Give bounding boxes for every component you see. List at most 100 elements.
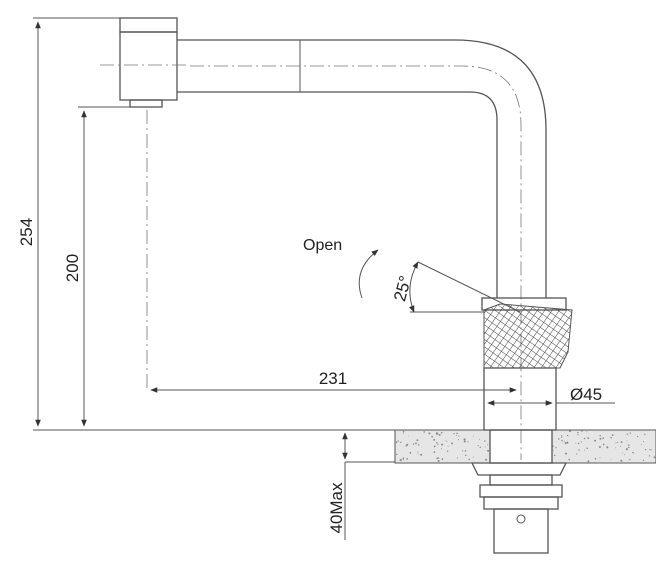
countertop-speckle-dot xyxy=(599,457,601,459)
countertop-speckle-dot xyxy=(408,435,410,437)
countertop-speckle-dot xyxy=(561,437,563,439)
countertop-speckle-dot xyxy=(463,440,466,443)
countertop-speckle-dot xyxy=(626,433,628,435)
countertop-speckle-dot xyxy=(465,454,467,457)
countertop-speckle-dot xyxy=(640,444,642,446)
countertop-speckle-dot xyxy=(487,444,489,446)
dim-label-total-height: 254 xyxy=(17,218,36,246)
countertop-speckle-dot xyxy=(615,447,617,449)
countertop-speckle-dot xyxy=(406,443,409,446)
countertop-speckle-dot xyxy=(441,443,444,446)
countertop-speckle-dot xyxy=(484,440,486,442)
countertop-speckle-dot xyxy=(436,441,438,444)
countertop-speckle-dot xyxy=(423,431,426,433)
countertop-speckle-dot xyxy=(437,444,439,446)
countertop-speckle-dot xyxy=(555,447,557,449)
countertop-speckle-dot xyxy=(395,441,398,443)
countertop-speckle-dot xyxy=(567,434,569,437)
countertop-speckle-dot xyxy=(587,460,590,463)
countertop-speckle-dot xyxy=(575,442,577,444)
countertop-speckle-dot xyxy=(468,458,471,461)
countertop-speckle-dot xyxy=(487,450,489,452)
countertop-speckle-dot xyxy=(400,441,402,444)
countertop-speckle-dot xyxy=(440,432,443,434)
countertop-speckle-dot xyxy=(431,435,434,438)
countertop-speckle-dot xyxy=(606,446,609,449)
dim-label-base-diameter: Ø45 xyxy=(570,385,602,404)
countertop-speckle-dot xyxy=(643,441,645,443)
countertop-speckle-dot xyxy=(552,449,554,451)
countertop-speckle-dot xyxy=(396,453,398,456)
countertop-speckle-dot xyxy=(472,456,474,458)
countertop-speckle-dot xyxy=(558,438,560,440)
countertop-speckle-dot xyxy=(552,445,554,447)
countertop-speckle-dot xyxy=(581,430,583,432)
countertop-speckle-dot xyxy=(622,452,623,454)
countertop-speckle-dot xyxy=(561,439,563,442)
countertop-speckle-dot xyxy=(472,435,474,437)
countertop-speckle-dot xyxy=(637,435,639,438)
countertop-speckle-dot xyxy=(441,458,444,460)
countertop-speckle-dot xyxy=(568,458,571,461)
countertop-speckle-dot xyxy=(599,437,602,440)
countertop-speckle-dot xyxy=(403,432,405,434)
countertop-speckle-dot xyxy=(577,431,579,434)
countertop-speckle-dot xyxy=(428,432,431,435)
faucet-base xyxy=(483,367,557,464)
countertop-slab-left xyxy=(394,429,491,464)
countertop xyxy=(394,429,656,464)
countertop-speckle-dot xyxy=(620,441,623,443)
countertop-speckle-dot xyxy=(620,459,623,462)
countertop-speckle-dot xyxy=(436,457,439,460)
countertop-speckle-dot xyxy=(616,441,618,444)
countertop-speckle-dot xyxy=(433,438,436,441)
countertop-speckle-dot xyxy=(417,453,419,455)
countertop-speckle-dot xyxy=(458,435,460,437)
spray-head xyxy=(100,17,190,108)
countertop-speckle-dot xyxy=(642,459,645,462)
countertop-speckle-dot xyxy=(602,437,605,439)
countertop-speckle-dot xyxy=(402,430,405,433)
countertop-speckle-dot xyxy=(627,444,630,446)
mounting-hardware xyxy=(470,462,568,554)
countertop-speckle-dot xyxy=(438,433,441,436)
countertop-speckle-dot xyxy=(624,454,625,456)
countertop-speckle-dot xyxy=(456,432,458,435)
countertop-speckle-dot xyxy=(435,432,439,435)
countertop-speckle-dot xyxy=(577,442,580,445)
dimension-base-diameter: Ø45 xyxy=(483,385,615,408)
countertop-speckle-dot xyxy=(464,450,467,452)
dimension-reach: 231 xyxy=(150,369,517,393)
countertop-speckle-dot xyxy=(594,457,597,460)
countertop-speckle-dot xyxy=(632,451,634,454)
countertop-speckle-dot xyxy=(456,434,458,436)
countertop-speckle-dot xyxy=(625,448,628,451)
countertop-speckle-dot xyxy=(467,441,469,443)
countertop-speckle-dot xyxy=(485,458,488,461)
countertop-speckle-dot xyxy=(619,445,621,447)
spout-tube xyxy=(177,39,547,460)
countertop-speckle-dot xyxy=(633,452,635,454)
countertop-speckle-dot xyxy=(560,435,563,437)
countertop-speckle-dot xyxy=(477,445,479,447)
countertop-speckle-dot xyxy=(628,446,630,449)
dimension-total-height: 254 xyxy=(17,17,120,427)
countertop-speckle-dot xyxy=(406,458,409,460)
countertop-speckle-dot xyxy=(584,449,586,451)
countertop-speckle-dot xyxy=(614,442,616,444)
countertop-speckle-dot xyxy=(463,438,466,441)
countertop-speckle-dot xyxy=(564,440,565,442)
countertop-speckle-dot xyxy=(399,459,402,462)
countertop-speckle-dot xyxy=(610,436,612,439)
countertop-speckle-dot xyxy=(594,439,597,442)
dim-label-reach: 231 xyxy=(319,369,347,388)
dimension-spout-height: 200 xyxy=(63,106,135,427)
countertop-speckle-dot xyxy=(602,443,605,446)
countertop-speckle-dot xyxy=(580,441,582,443)
countertop-speckle-dot xyxy=(586,447,589,450)
countertop-speckle-dot xyxy=(409,452,412,454)
countertop-speckle-dot xyxy=(462,450,464,452)
countertop-speckle-dot xyxy=(598,445,601,449)
open-label: Open xyxy=(303,237,342,254)
